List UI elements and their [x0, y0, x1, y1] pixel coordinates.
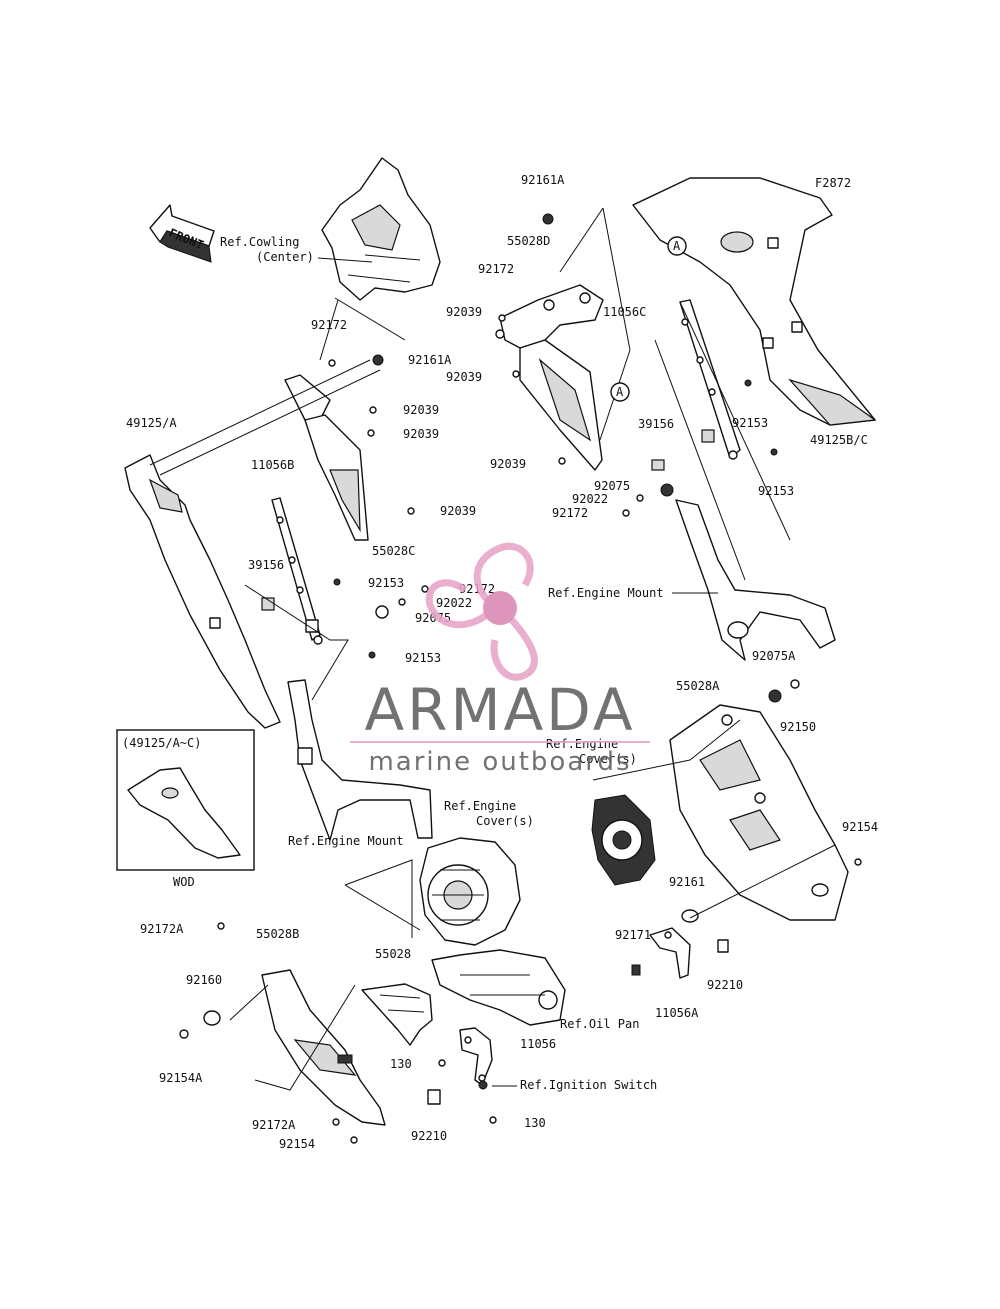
ref-cowling-line2: (Center): [256, 250, 314, 264]
part-92154-r: 92154: [842, 820, 878, 834]
ref-cowling-line1: Ref.Cowling: [220, 235, 299, 249]
part-92160: 92160: [186, 973, 222, 987]
part-55028a: 55028A: [676, 679, 720, 693]
part-92172a-2: 92172A: [252, 1118, 296, 1132]
propeller-logo-icon: [425, 542, 538, 681]
part-92172-r: 92172: [552, 506, 588, 520]
part-39156-l: 39156: [248, 558, 284, 572]
bracket-11056c: [679, 299, 741, 460]
part-11056b: 11056B: [251, 458, 294, 472]
cowling-center-part: [321, 157, 441, 301]
right-cowl-49125bc: [632, 177, 877, 426]
part-92022-r: 92022: [572, 492, 608, 506]
ref-engine-covers-right-1: Ref.Engine: [546, 737, 618, 751]
part-92075-r: 92075: [594, 479, 630, 493]
bracket-55028d: [499, 284, 604, 471]
part-92075a: 92075A: [752, 649, 796, 663]
cover-55028a: [669, 704, 849, 921]
part-92039-r2: 92039: [446, 370, 482, 384]
part-92210-b: 92210: [411, 1129, 447, 1143]
part-39156-r: 39156: [638, 417, 674, 431]
part-130-2: 130: [524, 1116, 546, 1130]
bracket-11056b: [271, 497, 323, 645]
part-92161: 92161: [669, 875, 705, 889]
bracket-11056: [459, 1027, 493, 1086]
ref-ignition-switch: Ref.Ignition Switch: [520, 1078, 657, 1092]
fasteners: [179, 213, 862, 1144]
part-92150: 92150: [780, 720, 816, 734]
part-92172-l: 92172: [311, 318, 347, 332]
bracket-55028c: [284, 374, 369, 541]
part-92210-r: 92210: [707, 978, 743, 992]
ref-oil-pan: Ref.Oil Pan: [560, 1017, 639, 1031]
circle-marker-a-mid: A: [610, 382, 630, 402]
part-49125bc: 49125B/C: [810, 433, 868, 447]
watermark-brand: ARMADA: [364, 676, 635, 744]
part-11056a: 11056A: [655, 1006, 699, 1020]
part-92161a-l: 92161A: [408, 353, 452, 367]
part-92172a-1: 92172A: [140, 922, 184, 936]
ref-engine-covers-left-2: Cover(s): [476, 814, 534, 828]
cover-55028b: [261, 969, 386, 1126]
part-92154-b: 92154: [279, 1137, 315, 1151]
watermark: ARMADA marine outboards: [350, 542, 650, 777]
cover-55028: [361, 983, 433, 1046]
svg-text:A: A: [616, 385, 624, 399]
ref-engine-covers-left-1: Ref.Engine: [444, 799, 516, 813]
svg-text:A: A: [673, 239, 681, 253]
part-92022-l: 92022: [436, 596, 472, 610]
part-92172-top: 92172: [478, 262, 514, 276]
part-92153-l1: 92153: [368, 576, 404, 590]
part-49125a: 49125/A: [126, 416, 177, 430]
watermark-tagline: marine outboards: [368, 747, 631, 777]
circle-marker-a-top: A: [667, 236, 687, 256]
part-92039-l2: 92039: [403, 427, 439, 441]
part-55028: 55028: [375, 947, 411, 961]
ref-engine-covers-right-2: Cover(s): [579, 752, 637, 766]
part-labels: 92161A 55028D 92172 92039 92039 92039 11…: [126, 173, 878, 1151]
part-11056c: 11056C: [603, 305, 646, 319]
front-arrow-icon: FRONT: [149, 204, 215, 263]
part-92153-r2: 92153: [758, 484, 794, 498]
engine-cover-right: [591, 794, 656, 886]
inset-caption: WOD: [173, 875, 195, 889]
part-55028d: 55028D: [507, 234, 550, 248]
oil-pan-part: [431, 949, 566, 1026]
part-92039-l3: 92039: [440, 504, 476, 518]
part-92039-r1: 92039: [446, 305, 482, 319]
inset-box: (49125/A~C) WOD: [116, 729, 255, 889]
bracket-11056a: [649, 927, 691, 979]
part-55028c: 55028C: [372, 544, 415, 558]
left-cowl-49125a: [124, 454, 281, 729]
part-11056: 11056: [520, 1037, 556, 1051]
ref-engine-mount-upper: Ref.Engine Mount: [548, 586, 664, 600]
part-92154a: 92154A: [159, 1071, 203, 1085]
part-92153-l2: 92153: [405, 651, 441, 665]
engine-cover-left: [419, 837, 521, 946]
leader-lines: [149, 207, 836, 1091]
part-130-1: 130: [390, 1057, 412, 1071]
ref-engine-mount-lower: Ref.Engine Mount: [288, 834, 404, 848]
figure-code: F2872: [815, 176, 851, 190]
part-92153-r1: 92153: [732, 416, 768, 430]
part-55028b: 55028B: [256, 927, 299, 941]
part-92171: 92171: [615, 928, 651, 942]
part-92039-r3: 92039: [490, 457, 526, 471]
inset-title: (49125/A~C): [122, 736, 201, 750]
part-92161a-top: 92161A: [521, 173, 565, 187]
engine-mount-lower: [287, 679, 433, 841]
engine-mount-upper: [675, 499, 836, 661]
part-92039-l1: 92039: [403, 403, 439, 417]
